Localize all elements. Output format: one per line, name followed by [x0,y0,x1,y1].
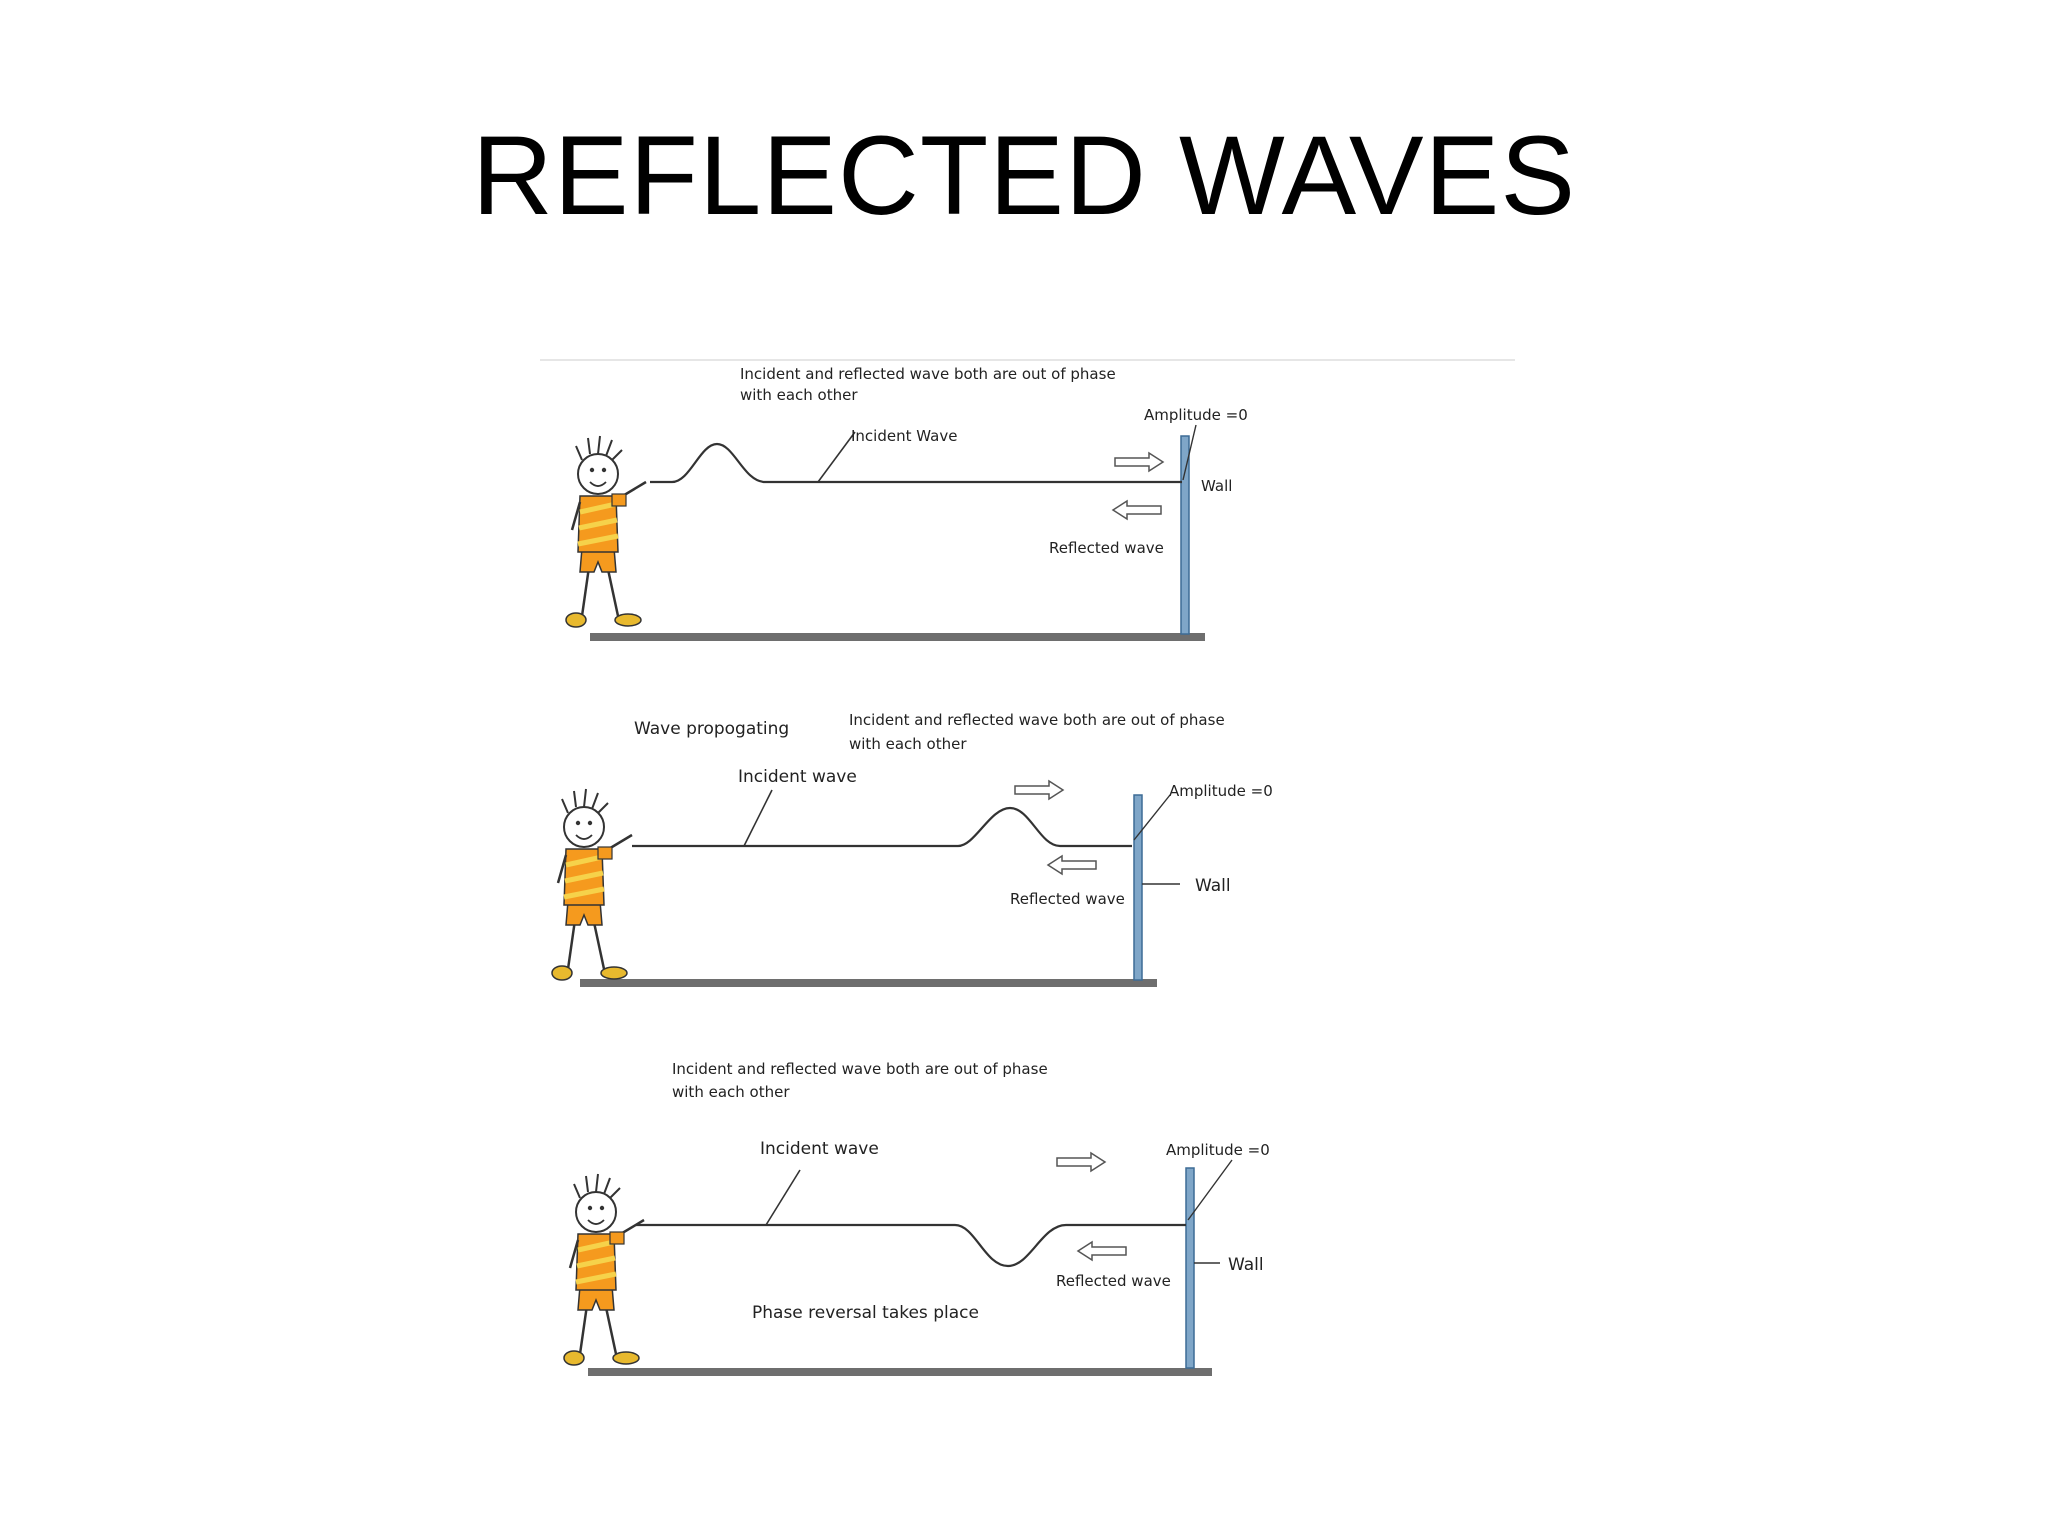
kid-figure [564,1174,644,1365]
arrow-right-icon [1115,453,1163,471]
wall-label: Wall [1195,876,1231,896]
amplitude-label: Amplitude =0 [1169,782,1273,800]
note-line-2: with each other [740,386,858,404]
incident-pointer [744,790,772,846]
reflected-label: Reflected wave [1049,539,1164,557]
note-line-2: with each other [849,735,967,753]
panel-bottom: Incident and reflected wave both are out… [564,1060,1270,1372]
arrow-left-icon [1113,501,1161,519]
incident-wave [636,1225,1186,1266]
propagating-label: Wave propogating [634,719,789,739]
wall-label: Wall [1201,477,1232,495]
incident-wave [650,444,1182,482]
panel-top: Incident and reflected wave both are out… [566,365,1248,637]
incident-pointer [818,432,855,482]
arrow-right-icon [1057,1153,1105,1171]
reflected-label: Reflected wave [1056,1272,1171,1290]
wall-label: Wall [1228,1255,1264,1275]
arrow-left-icon [1048,856,1096,874]
wall [1186,1168,1194,1368]
kid-figure [552,789,632,980]
kid-figure [566,436,646,627]
reflected-label: Reflected wave [1010,890,1125,908]
note-line-1: Incident and reflected wave both are out… [672,1060,1048,1078]
wall [1181,436,1189,634]
incident-wave [632,808,1132,846]
note-line-1: Incident and reflected wave both are out… [849,711,1225,729]
panel-middle: Wave propogating Incident and reflected … [552,711,1273,983]
wall [1134,795,1142,980]
incident-label: Incident wave [760,1139,879,1159]
note-line-1: Incident and reflected wave both are out… [740,365,1116,383]
amplitude-label: Amplitude =0 [1144,406,1248,424]
incident-label: Incident wave [738,767,857,787]
phase-reversal-label: Phase reversal takes place [752,1303,979,1323]
arrow-left-icon [1078,1242,1126,1260]
arrow-right-icon [1015,781,1063,799]
incident-label: Incident Wave [851,427,957,445]
incident-pointer [766,1170,800,1225]
amplitude-label: Amplitude =0 [1166,1141,1270,1159]
note-line-2: with each other [672,1083,790,1101]
